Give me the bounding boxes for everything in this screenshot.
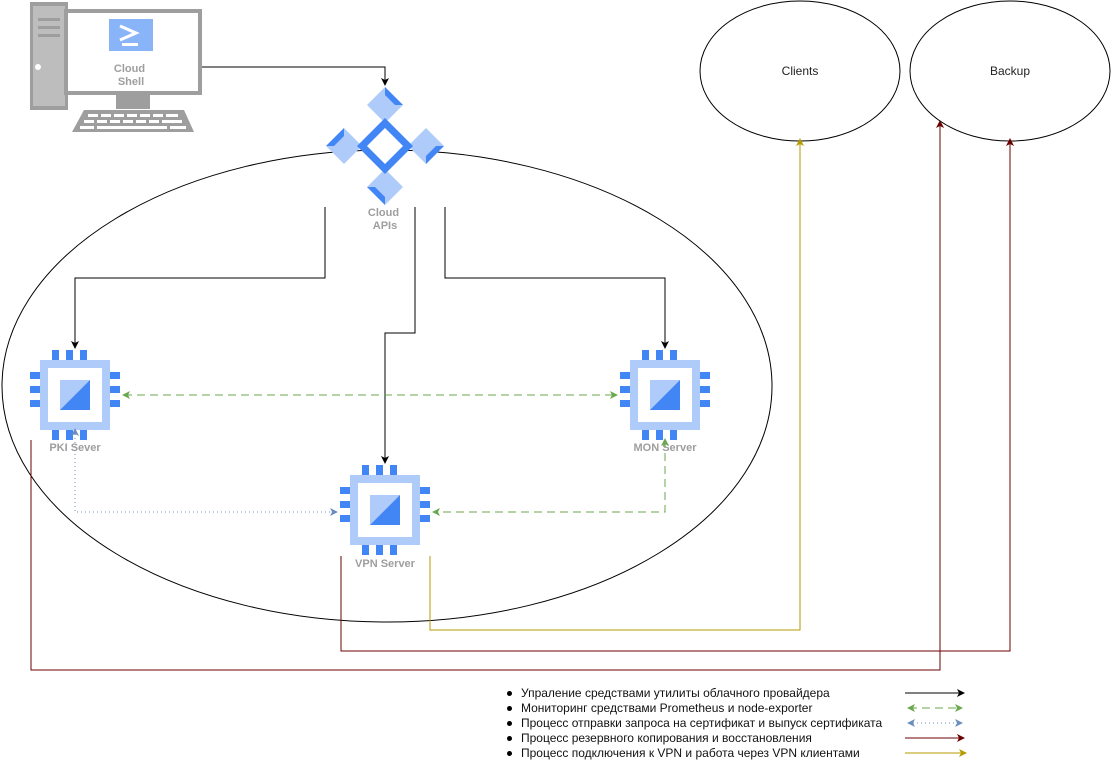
bullet-icon [507,736,512,741]
apis-to-vpn-line [381,207,416,464]
legend-line-swatch [905,689,965,697]
monitoring-connectors [122,391,669,516]
mon-chip-icon [620,350,710,440]
legend-label: Процесс отправки запроса на сертификат и… [521,716,883,730]
bullet-icon [507,721,512,726]
vpn-server-label: VPN Server [355,558,416,570]
pki-vpn-certificate-line [71,428,338,516]
vpn-clients-line [429,138,804,631]
bullet-icon [507,706,512,711]
cloud-apis-node[interactable]: Cloud APIs [326,87,444,232]
apis-to-mon-line [444,207,669,349]
cloud-apis-icon [326,87,444,205]
pki-chip-icon [30,350,120,440]
legend: Упраление средствами утилиты облачного п… [505,686,1105,761]
legend-line-swatch [907,704,963,712]
vpn-backup-line [340,138,1014,652]
shell-to-apis-line [202,66,389,86]
cloud-shell-label: Cloud Shell [114,63,148,88]
mon-vpn-monitoring-line [432,438,669,516]
vpn-chip-icon [340,465,430,555]
vpn-server-node[interactable]: VPN Server [340,465,430,570]
legend-label: Процесс подключения к VPN и работа через… [521,746,860,760]
backup-node[interactable]: Backup [909,0,1111,142]
legend-line-swatch [905,734,965,742]
apis-to-pki-line [71,207,326,349]
pki-backup-line [30,120,944,671]
mon-server-node[interactable]: MON Server [620,350,710,454]
legend-item: Процесс резервного копирования и восстан… [505,731,1105,746]
legend-label: Процесс резервного копирования и восстан… [521,731,812,745]
legend-item: Мониторинг средствами Prometheus и node-… [505,701,1105,716]
bullet-icon [507,751,512,756]
cloud-apis-label: Cloud APIs [368,207,402,232]
pki-server-label: PKI Sever [49,442,101,454]
legend-label: Мониторинг средствами Prometheus и node-… [521,701,813,715]
legend-item: Процесс подключения к VPN и работа через… [505,746,1105,761]
clients-label: Clients [782,64,819,78]
backup-label: Backup [990,64,1030,78]
legend-item: Процесс отправки запроса на сертификат и… [505,716,1105,731]
backup-connectors [30,120,1014,671]
legend-line-swatch [905,749,967,757]
clients-node[interactable]: Clients [699,0,901,142]
legend-item: Упраление средствами утилиты облачного п… [505,686,1105,701]
bullet-icon [507,691,512,696]
legend-label: Упраление средствами утилиты облачного п… [521,686,830,700]
legend-line-swatch [907,719,963,727]
cloud-shell-node[interactable]: Cloud Shell [30,2,202,132]
